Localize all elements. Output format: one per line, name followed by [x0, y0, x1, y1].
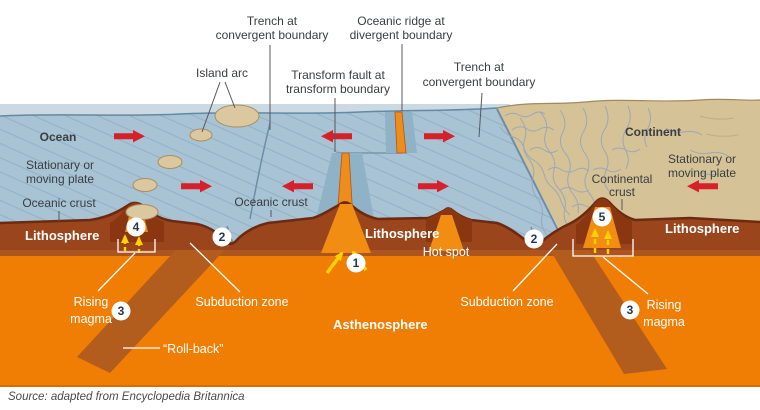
source-credit: Source: adapted from Encyclopedia Britan… [8, 391, 245, 403]
island-arc-islands [132, 104, 260, 192]
marker-2-left: 2 [212, 227, 232, 247]
marker-circle [620, 300, 640, 320]
rising-magma-arrow [325, 251, 344, 275]
label-lithosphere-right: Lithosphere [665, 221, 739, 236]
label-trench1-line1: Trench at [247, 14, 298, 28]
marker-1: 1 [346, 253, 366, 273]
subducting-slab-right [549, 240, 667, 374]
marker-circle [212, 227, 232, 247]
marker-3-right: 3 [620, 300, 640, 320]
label-continental-crust-2: crust [609, 185, 636, 199]
continent-top-edge [496, 98, 760, 109]
label-rising-magma-right-1: Rising [647, 298, 682, 312]
label-hot-spot: Hot spot [423, 245, 470, 259]
surface-labels: Ocean Stationary or moving plate Oceanic… [22, 125, 736, 210]
label-ridge-line1: Oceanic ridge at [357, 14, 445, 28]
continent-block [496, 98, 760, 236]
marker-circle [592, 207, 612, 227]
label-stationary-left-1: Stationary or [26, 158, 94, 172]
numbered-markers: 1 2 2 3 3 4 5 [111, 207, 640, 321]
lithosphere-top-edge [0, 197, 760, 247]
ridge-stripe-back [394, 111, 407, 154]
label-lithosphere-mid: Lithosphere [365, 226, 439, 241]
coast-seam [496, 108, 559, 231]
label-rising-magma-left-2: magma [70, 312, 112, 326]
label-asthenosphere: Asthenosphere [333, 317, 428, 332]
marker-number: 3 [627, 303, 634, 317]
marker-2-right: 2 [524, 229, 544, 249]
marker-number: 1 [353, 256, 360, 270]
marker-circle [346, 253, 366, 273]
plate-seam-left [249, 122, 271, 220]
label-transform-line1: Transform fault at [291, 68, 385, 82]
island [157, 155, 183, 169]
magma-bracket-left [117, 239, 156, 253]
label-island-arc: Island arc [196, 66, 248, 80]
hotspot-island [125, 204, 159, 220]
label-oceanic-crust-mid: Oceanic crust [234, 195, 308, 209]
section-labels: Lithosphere Lithosphere Lithosphere Hot … [25, 221, 739, 356]
marker-number: 5 [599, 210, 606, 224]
label-lithosphere-left: Lithosphere [25, 228, 99, 243]
label-trench1-line2: convergent boundary [216, 28, 329, 42]
marker-number: 2 [531, 232, 538, 246]
label-subduction-left: Subduction zone [195, 295, 288, 309]
label-transform-line2: transform boundary [286, 82, 390, 96]
marker-3-left: 3 [111, 301, 131, 321]
label-ridge-line2: divergent boundary [350, 28, 453, 42]
hotspot-magma-core [429, 215, 464, 251]
lithosphere-band [0, 198, 760, 250]
subducting-slab-left [77, 228, 232, 373]
marker-number: 4 [133, 220, 140, 234]
marker-number: 3 [118, 304, 125, 318]
label-rising-magma-left-1: Rising [74, 295, 109, 309]
magma-bracket-right [572, 239, 634, 257]
marker-circle [126, 217, 146, 237]
marker-5: 5 [592, 207, 612, 227]
continent-contour-lines [699, 115, 739, 137]
label-ocean: Ocean [40, 130, 77, 144]
leader-subduction-right [512, 243, 558, 292]
marker-4: 4 [126, 217, 146, 237]
leader-island-arc-1 [201, 81, 221, 133]
marker-circle [111, 301, 131, 321]
label-trench2-line1: Trench at [454, 60, 505, 74]
label-subduction-right: Subduction zone [460, 295, 553, 309]
label-oceanic-crust-left: Oceanic crust [22, 196, 96, 210]
leader-subduction-left [189, 242, 241, 293]
label-continental-crust-1: Continental [592, 172, 653, 186]
island-large [214, 104, 260, 128]
label-stationary-right-2: moving plate [668, 166, 736, 180]
label-stationary-right-1: Stationary or [668, 152, 736, 166]
label-continent: Continent [625, 125, 681, 139]
label-stationary-left-2: moving plate [26, 172, 94, 186]
leader-trench2 [478, 92, 483, 138]
lithosphere-base-strip [0, 247, 760, 256]
mountain-texture [499, 105, 729, 236]
top-labels: Trench at convergent boundary Island arc… [196, 14, 535, 96]
leader-rising-magma-left [97, 252, 136, 292]
island [189, 128, 213, 142]
marker-number: 2 [219, 230, 226, 244]
island [132, 178, 158, 192]
ridge-magma-core [321, 204, 371, 253]
leader-island-arc-2 [224, 81, 236, 109]
label-trench2-line2: convergent boundary [423, 75, 536, 89]
dark-leaders [58, 44, 623, 221]
label-rollback: “Roll-back” [163, 342, 223, 356]
label-rising-magma-right-2: magma [643, 315, 685, 329]
marker-circle [524, 229, 544, 249]
white-leaders [97, 239, 649, 349]
leader-rising-magma-right [602, 256, 649, 295]
